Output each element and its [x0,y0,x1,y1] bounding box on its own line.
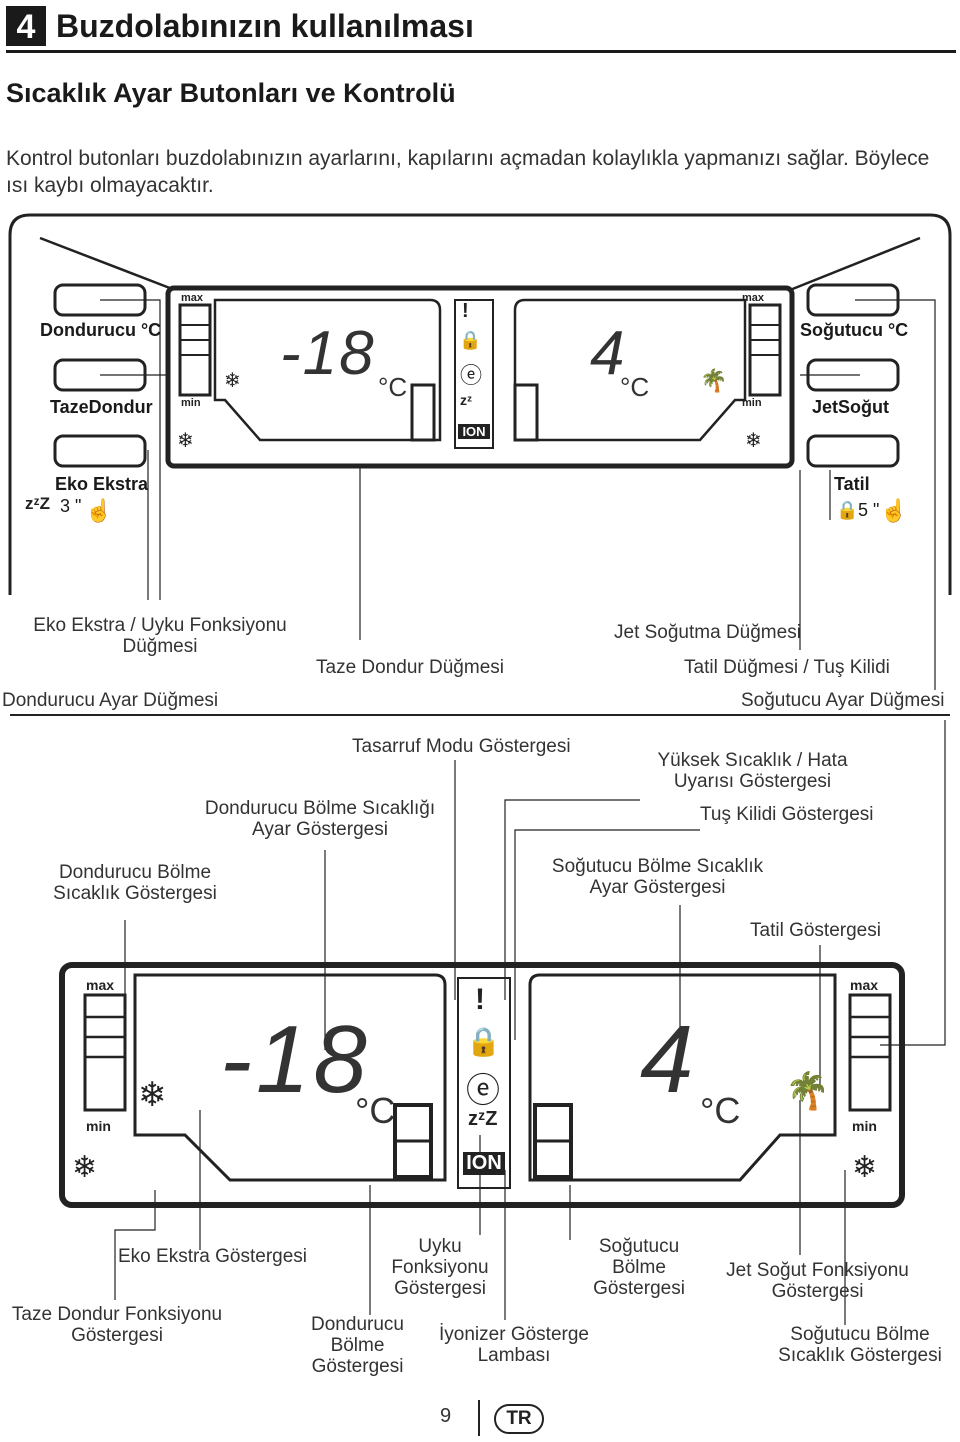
eco-extra-display-icon: ❄ [224,370,241,392]
callout-vacation-lock: Tatil Düğmesi / Tuş Kilidi [684,657,890,678]
fridge-temp-readout: 4 [640,1006,694,1113]
freezer-temp-readout: -18 [280,319,376,388]
callout-economy: Tasarruf Modu Göstergesi [352,736,571,757]
chapter-title: Buzdolabınızın kullanılması [56,8,474,44]
callout-eco-sleep: Eko Ekstra / Uyku Fonksiyonu Düğmesi [33,615,287,657]
eco-mode-icon: ⓔ [460,363,483,388]
max-label: max [86,977,115,993]
min-label: min [86,1118,111,1134]
callout-ionizer: İyonizer Gösterge Lambası [439,1324,589,1366]
min-label: min [742,397,762,409]
chapter-number: 4 [6,6,46,46]
callout-quick-freeze-indicator: Taze Dondur Fonksiyonu Göstergesi [11,1304,223,1346]
freezer-unit: °C [378,372,408,402]
callout-high-temp: Yüksek Sıcaklık / Hata Uyarısı Gösterges… [657,750,848,792]
max-label: max [742,292,765,304]
intro-text: Kontrol butonları buzdolabınızın ayarlar… [6,147,930,197]
sleep-icon: zᶻZ [25,494,51,513]
fridge-unit: °C [620,372,650,402]
callout-fridge-temp-set: Soğutucu Bölme Sıcaklık Ayar Göstergesi [551,856,764,898]
callout-jet-cool: Jet Soğutma Düğmesi [614,622,801,643]
language-badge: TR [494,1404,544,1434]
callout-fridge-temp: Soğutucu Bölme Sıcaklık Göstergesi [778,1324,942,1366]
min-label: min [852,1118,877,1134]
eco-extra-button-label: Eko Ekstra [55,474,149,494]
snowflake-icon: ❄ [72,1151,98,1184]
key-lock-icon: 🔒 [466,1026,501,1057]
sleep-mode-icon: zᶻZ [468,1108,498,1130]
fridge-unit: °C [700,1090,741,1131]
fridge-temp-readout: 4 [590,319,625,388]
vacation-button [806,434,900,468]
snowflake-icon: ❄ [745,430,762,452]
lock-icon: 🔒 [836,500,859,520]
eco-extra-display-icon: ❄ [138,1076,167,1114]
jet-cool-button-label: JetSoğut [812,397,890,417]
ionizer-icon: ION [458,424,490,439]
callout-freezer-temp: Dondurucu Bölme Sıcaklık Göstergesi [53,862,217,904]
quick-freeze-button-label: TazeDondur [50,397,153,417]
page-number: 9 [440,1405,452,1427]
callout-fridge-set: Soğutucu Ayar Düğmesi [741,690,945,711]
freezer-button-label: Dondurucu °C [40,320,162,340]
snowflake-icon: ❄ [177,430,194,452]
vacation-hold-label: 5 " [858,500,880,520]
eco-mode-icon: ⓔ [466,1072,500,1110]
sleep-mode-icon: zᶻ [460,392,473,408]
fridge-button-label: Soğutucu °C [800,320,909,340]
footer-divider [478,1400,480,1436]
callout-fridge-compartment: Soğutucu Bölme Göstergesi [593,1236,685,1299]
callout-key-lock: Tuş Kilidi Göstergesi [700,804,874,825]
freezer-unit: °C [355,1090,396,1131]
callout-freezer-compartment: Dondurucu Bölme Göstergesi [311,1314,404,1377]
hand-press-icon: ☝ [880,498,908,523]
warning-icon: ! [462,300,469,322]
header-rule [6,50,956,53]
eco-extra-button [53,434,147,468]
min-label: min [181,397,201,409]
snowflake-icon: ❄ [852,1151,878,1184]
max-label: max [181,292,204,304]
callout-jet-cool-indicator: Jet Soğut Fonksiyonu Göstergesi [726,1260,909,1302]
eco-hold-label: 3 " [60,496,82,516]
palm-tree-icon: 🌴 [700,368,728,393]
ionizer-icon: ION [463,1152,505,1175]
callout-eco-extra: Eko Ekstra Göstergesi [118,1246,308,1267]
freezer-temp-readout: -18 [220,1006,371,1113]
callout-quick-freeze: Taze Dondur Düğmesi [316,657,504,678]
palm-tree-icon: 🌴 [785,1070,830,1111]
callout-vacation: Tatil Göstergesi [750,920,881,941]
callout-freezer-set: Dondurucu Ayar Düğmesi [2,690,219,711]
callout-sleep: Uyku Fonksiyonu Göstergesi [391,1236,489,1299]
hand-press-icon: ☝ [85,498,113,523]
section-title: Sıcaklık Ayar Butonları ve Kontrolü [6,78,456,108]
callout-freezer-temp-set: Dondurucu Bölme Sıcaklığı Ayar Gösterges… [204,798,436,840]
warning-icon: ! [475,983,485,1016]
max-label: max [850,977,879,993]
vacation-button-label: Tatil [834,474,870,494]
key-lock-icon: 🔒 [459,330,482,350]
